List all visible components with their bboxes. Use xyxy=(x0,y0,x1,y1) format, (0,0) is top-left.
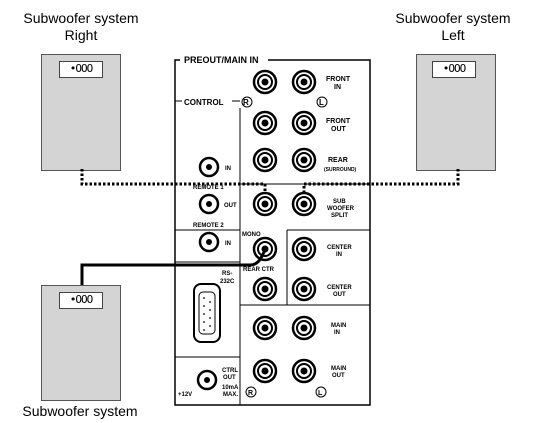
center-out-jack[interactable] xyxy=(291,276,317,302)
remote1-out-label: OUT xyxy=(224,203,237,209)
main-in-label-2: IN xyxy=(334,330,340,336)
center-in-label-1: CENTER xyxy=(327,245,352,251)
front-out-label-2: OUT xyxy=(331,126,347,133)
subwoofer-split-r-jack[interactable] xyxy=(252,191,278,217)
main-out-r-jack[interactable] xyxy=(252,358,278,384)
front-out-l-jack[interactable] xyxy=(291,110,317,136)
remote2-in-jack[interactable] xyxy=(198,231,220,253)
speaker-bottom-caption: Subwoofer system xyxy=(0,403,160,420)
center-out-label-1: CENTER xyxy=(327,285,352,291)
main-out-label-1: MAIN xyxy=(331,366,346,372)
sub-label-1: SUB xyxy=(333,199,346,205)
ctrl-out-label-2: OUT xyxy=(223,375,236,381)
front-in-l-jack[interactable] xyxy=(291,69,317,95)
rs232c-label-1: RS- xyxy=(222,271,232,277)
l-label-bottom: L xyxy=(318,390,323,397)
rear-label-1: REAR xyxy=(328,157,348,164)
center-in-label-2: IN xyxy=(336,252,342,258)
speaker-right-caption-line1: Subwoofer system xyxy=(23,10,139,26)
remote2-in-label: IN xyxy=(225,241,231,247)
ctrl-max-label-1: 10mA xyxy=(222,385,239,391)
front-in-r-jack[interactable] xyxy=(252,69,278,95)
rear-r-jack[interactable] xyxy=(252,147,278,173)
front-in-label-2: IN xyxy=(334,84,341,91)
sub-label-3: SPLIT xyxy=(331,213,348,219)
rs232c-label-2: 232C xyxy=(220,279,235,285)
subwoofer-right-terminal: •OOO xyxy=(59,61,103,78)
control-label: CONTROL xyxy=(184,98,224,107)
remote1-in-label: IN xyxy=(225,166,231,172)
speaker-right-caption: Subwoofer system Right xyxy=(6,10,156,44)
l-circle-top xyxy=(316,96,328,108)
rear-ctr-jack[interactable] xyxy=(252,276,278,302)
rs232c-port-inner xyxy=(198,291,216,335)
cable-left-split xyxy=(302,169,460,193)
remote1-out-jack[interactable] xyxy=(198,193,220,215)
subwoofer-left-terminal: •OOO xyxy=(432,61,476,78)
subwoofer-bottom-terminal: •OOO xyxy=(59,292,103,309)
speaker-right-caption-line2: Right xyxy=(64,27,98,43)
rear-label-2: (SURROUND) xyxy=(324,167,357,173)
preout-label-bg xyxy=(180,54,268,64)
subwoofer-right: •OOO xyxy=(41,54,121,171)
rear-ctr-label: REAR CTR xyxy=(243,267,275,273)
l-circle-bottom xyxy=(315,386,327,398)
center-in-jack[interactable] xyxy=(291,236,317,262)
remote2-label: REMOTE 2 xyxy=(193,223,224,229)
main-out-l-jack[interactable] xyxy=(291,358,317,384)
remote1-label: REMOTE 1 xyxy=(193,185,224,191)
r-circle-top xyxy=(241,96,253,108)
rear-l-jack[interactable] xyxy=(291,147,317,173)
front-in-label-1: FRONT xyxy=(326,76,351,83)
speaker-left-caption-line2: Left xyxy=(441,27,465,43)
control-section-dividers xyxy=(175,229,240,358)
rs232c-pins xyxy=(203,297,211,331)
subwoofer-split-l-jack[interactable] xyxy=(291,191,317,217)
front-out-label-1: FRONT xyxy=(326,118,351,125)
panel-outline xyxy=(174,59,371,406)
cable-mono xyxy=(80,249,267,285)
r-circle-bottom xyxy=(245,386,257,398)
remote1-in-jack[interactable] xyxy=(198,156,220,178)
main-in-label-1: MAIN xyxy=(331,323,346,329)
r-label-bottom: R xyxy=(248,390,253,397)
speaker-left-caption-line1: Subwoofer system xyxy=(395,10,511,26)
r-label-top: R xyxy=(243,98,249,107)
speaker-bottom-caption-line1: Subwoofer system xyxy=(22,403,138,419)
ctrl-max-label-2: MAX. xyxy=(223,392,238,398)
main-in-l-jack[interactable] xyxy=(291,315,317,341)
preout-main-in-label: PREOUT/MAIN IN xyxy=(184,55,259,65)
sub-label-2: WOOFER xyxy=(327,206,355,212)
subwoofer-mono-jack[interactable] xyxy=(252,236,278,262)
center-out-label-2: OUT xyxy=(333,292,346,298)
main-in-r-jack[interactable] xyxy=(252,315,278,341)
l-label-top: L xyxy=(319,98,324,107)
mono-label: MONO xyxy=(242,232,261,238)
speaker-left-caption: Subwoofer system Left xyxy=(378,10,528,44)
front-out-r-jack[interactable] xyxy=(252,110,278,136)
plus12v-label: +12V xyxy=(178,392,192,398)
ctrl-out-jack[interactable] xyxy=(196,369,218,391)
subwoofer-left: •OOO xyxy=(416,54,496,171)
main-out-label-2: OUT xyxy=(332,373,345,379)
cable-right-split xyxy=(80,169,267,193)
subwoofer-bottom: •OOO xyxy=(41,285,121,401)
ctrl-out-label-1: CTRL xyxy=(222,368,238,374)
